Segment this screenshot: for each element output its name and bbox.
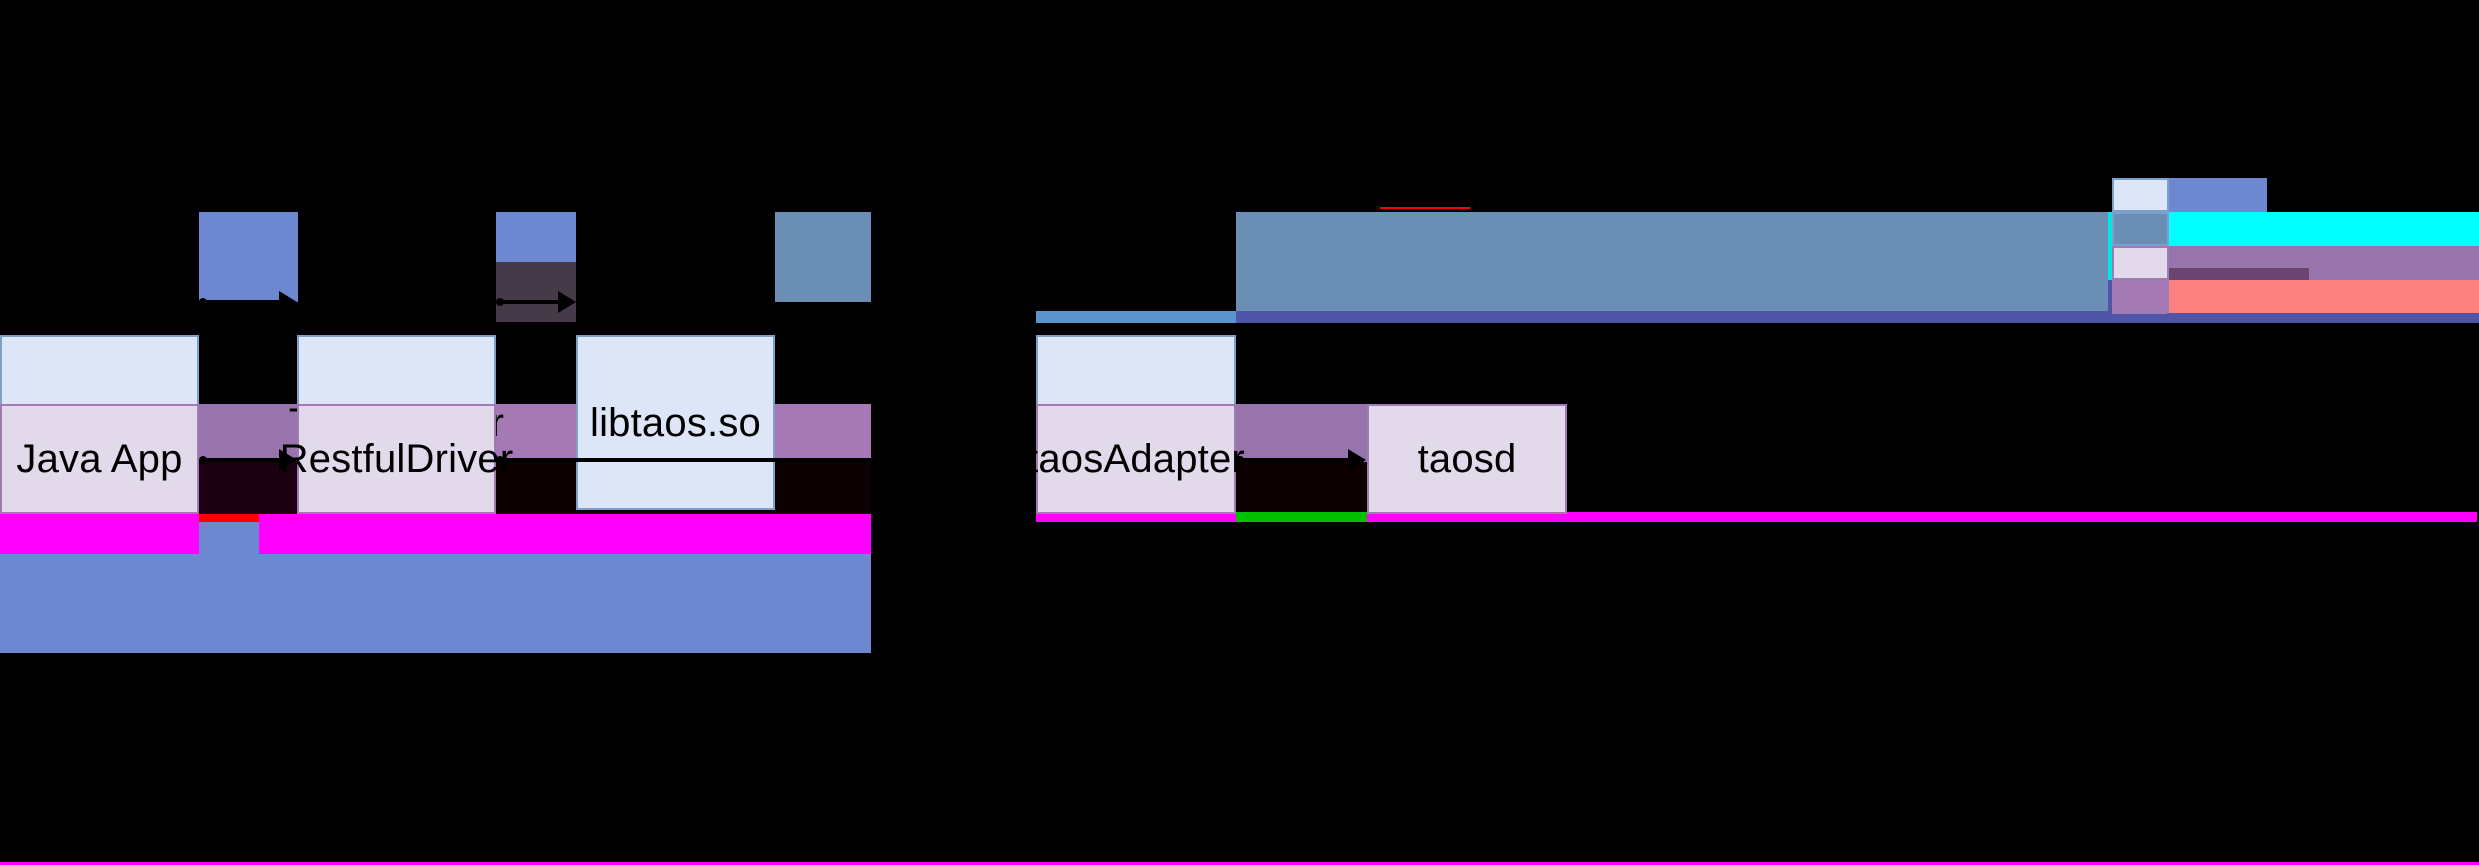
node-label: taosd (1417, 437, 1517, 481)
node-taosd-rest[interactable]: taosd (1367, 404, 1567, 514)
band-rest-magenta-left (0, 514, 199, 554)
node-label: libtaos.so (590, 400, 761, 445)
legend-accent-server (2169, 280, 2479, 313)
edge-arrow-rest-1 (279, 449, 297, 471)
band-midblue-taosd (1036, 311, 1236, 323)
band-rest-purple-3 (1236, 404, 1367, 464)
band-rest-magenta-bottom-rule (0, 862, 2479, 865)
hairline-red (1380, 207, 1470, 209)
node-label: Java App (16, 437, 183, 481)
legend-swatch-app-top (2112, 178, 2169, 212)
legend-accent-app (2169, 178, 2267, 212)
band-rest-dark-3 (1236, 462, 1367, 514)
legend-swatch-driver-top (2112, 246, 2169, 280)
band-rest-green-accent (1236, 512, 1367, 522)
legend-tick-indigo (2108, 280, 2112, 313)
node-label: taosAdapter (1027, 437, 1245, 481)
edge-dot-native-3 (1028, 298, 1036, 306)
edge-line-native-1 (201, 300, 281, 304)
legend-swatch-lib-top (2112, 212, 2169, 246)
edge-arrow-native-1 (279, 291, 297, 313)
band-indigo-right (1236, 311, 2479, 323)
edge-arrow-native-2 (558, 291, 576, 313)
edge-line-native-2 (498, 300, 558, 304)
node-label: RestfulDriver (279, 437, 514, 481)
band-rest-magenta-adapter (1036, 512, 1236, 522)
node-java-app-rest[interactable]: Java App (0, 404, 199, 514)
edge-line-rest-3 (1238, 458, 1348, 462)
node-libtaos[interactable]: libtaos.so (576, 335, 775, 510)
band-steel-3 (775, 212, 871, 302)
band-rest-magenta-taosd (1367, 512, 2477, 522)
edge-arrow-rest-2 (1018, 449, 1036, 471)
band-rest-red-accent (199, 514, 259, 522)
band-steel-1 (199, 212, 298, 302)
edge-arrow-rest-3 (1348, 449, 1366, 471)
band-rest-magenta-mid (259, 514, 871, 554)
edge-line-rest-1 (201, 458, 281, 462)
legend-accent-lib (2169, 212, 2479, 246)
node-taosadapter[interactable]: taosAdapter (1027, 404, 1245, 514)
node-restfuldriver[interactable]: RestfulDriver (280, 404, 513, 514)
legend-swatch-server-top (2112, 280, 2169, 313)
edge-line-native-3 (1030, 300, 1032, 304)
edge-line-rest-2 (498, 458, 1018, 462)
legend-tick-cyan (2108, 212, 2112, 280)
